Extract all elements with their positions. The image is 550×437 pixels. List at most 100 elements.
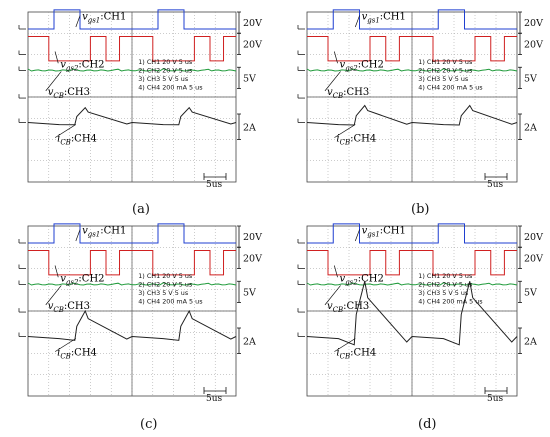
- ground-marker-icon: [18, 118, 26, 123]
- ground-marker-icon: [297, 308, 305, 313]
- scope-panel-a: vgs1:CH1 vgs2:CH2 vCB:CH3 iCB:CH4 1) CH1 20 …: [18, 9, 262, 217]
- readout-line-4: 4) CH4 200 mA 5 us: [138, 84, 203, 92]
- time-scale-label: 5us: [487, 180, 504, 190]
- ground-marker-icon: [297, 118, 305, 123]
- label-arrow: [54, 265, 59, 278]
- ground-marker-icon: [297, 264, 305, 269]
- channel-label-ch1: vgs1:CH1: [362, 11, 406, 24]
- label-arrow: [54, 124, 77, 138]
- label-arrow: [324, 71, 341, 92]
- readout-line-2: 2) CH2 20 V 5 us: [418, 67, 473, 75]
- label-arrow: [324, 285, 341, 306]
- label-arrow: [334, 124, 356, 138]
- channel-label-ch1: vgs1:CH1: [362, 225, 406, 238]
- ch1-trace: [28, 9, 236, 30]
- channel-label-ch1: vgs1:CH1: [82, 11, 126, 24]
- readout-line-3: 3) CH3 5 V 5 us: [418, 289, 469, 297]
- ground-marker-icon: [297, 332, 305, 337]
- ch3-trace: [27, 68, 237, 72]
- label-arrow: [333, 265, 338, 278]
- panel-label: (d): [418, 417, 436, 432]
- scope-readout: 1) CH1 20 V 5 us2) CH2 20 V 5 us3) CH3 5…: [418, 272, 483, 306]
- ground-marker-icon: [297, 94, 305, 99]
- ground-marker-icon: [18, 264, 26, 269]
- readout-line-1: 1) CH1 20 V 5 us: [138, 272, 193, 280]
- ground-marker-icon: [18, 50, 26, 55]
- ground-marker-icon: [18, 25, 26, 30]
- channel-label-ch3: vCB:CH3: [327, 301, 369, 314]
- readout-line-1: 1) CH1 20 V 5 us: [138, 58, 193, 66]
- scale-label-1: 20V: [524, 232, 543, 243]
- scale-label-1: 20V: [243, 18, 262, 29]
- channel-label-ch3: vCB:CH3: [48, 87, 90, 100]
- ch3-trace: [306, 282, 518, 286]
- channel-label-ch4: iCB:CH4: [57, 348, 97, 361]
- label-arrow: [333, 51, 338, 64]
- channel-label-ch3: vCB:CH3: [327, 87, 369, 100]
- time-scale-label: 5us: [487, 394, 504, 404]
- readout-line-3: 3) CH3 5 V 5 us: [138, 289, 189, 297]
- ch3-trace: [306, 68, 518, 72]
- readout-line-3: 3) CH3 5 V 5 us: [418, 75, 469, 83]
- ground-marker-icon: [297, 50, 305, 55]
- ground-marker-icon: [18, 94, 26, 99]
- scale-label-4: 2A: [243, 122, 256, 133]
- label-arrow: [354, 15, 360, 28]
- channel-label-ch2: vgs2:CH2: [340, 273, 384, 286]
- scale-label-3: 5V: [524, 73, 537, 84]
- ground-marker-icon: [18, 239, 26, 244]
- scope-readout: 1) CH1 20 V 5 us2) CH2 20 V 5 us3) CH3 5…: [138, 58, 203, 92]
- label-arrow: [45, 285, 62, 306]
- channel-label-ch1: vgs1:CH1: [82, 225, 126, 238]
- ch4-trace: [27, 106, 237, 126]
- scale-label-4: 2A: [524, 122, 537, 133]
- readout-line-1: 1) CH1 20 V 5 us: [418, 272, 473, 280]
- label-arrow: [334, 338, 356, 352]
- channel-label-ch2: vgs2:CH2: [60, 59, 104, 72]
- scale-label-2: 20V: [243, 253, 262, 264]
- readout-line-4: 4) CH4 200 mA 5 us: [418, 298, 483, 306]
- ground-marker-icon: [18, 66, 26, 71]
- label-arrow: [75, 15, 81, 28]
- scale-label-3: 5V: [243, 73, 256, 84]
- channel-label-ch2: vgs2:CH2: [60, 273, 104, 286]
- channel-label-ch4: iCB:CH4: [336, 134, 376, 147]
- channel-label-ch3: vCB:CH3: [48, 301, 90, 314]
- ch1-trace: [307, 223, 517, 244]
- time-scale-label: 5us: [206, 180, 223, 190]
- ground-marker-icon: [297, 280, 305, 285]
- ch4-trace: [27, 309, 237, 341]
- ground-marker-icon: [18, 308, 26, 313]
- channel-label-ch2: vgs2:CH2: [340, 59, 384, 72]
- panel-label: (c): [140, 417, 157, 432]
- scale-label-3: 5V: [243, 287, 256, 298]
- readout-line-2: 2) CH2 20 V 5 us: [138, 67, 193, 75]
- label-arrow: [54, 51, 59, 64]
- channel-label-ch4: iCB:CH4: [57, 134, 97, 147]
- readout-line-3: 3) CH3 5 V 5 us: [138, 75, 189, 83]
- scale-label-2: 20V: [524, 253, 543, 264]
- readout-line-1: 1) CH1 20 V 5 us: [418, 58, 473, 66]
- ch3-trace: [27, 282, 237, 286]
- label-arrow: [75, 229, 81, 242]
- readout-line-2: 2) CH2 20 V 5 us: [418, 281, 473, 289]
- label-arrow: [45, 71, 62, 92]
- scale-label-4: 2A: [524, 336, 537, 347]
- readout-line-4: 4) CH4 200 mA 5 us: [418, 84, 483, 92]
- ground-marker-icon: [297, 239, 305, 244]
- ch4-trace: [306, 281, 518, 346]
- panel-label: (a): [132, 202, 150, 217]
- scope-panel-b: vgs1:CH1 vgs2:CH2 vCB:CH3 iCB:CH4 1) CH1 20 …: [297, 9, 543, 217]
- label-arrow: [54, 338, 77, 352]
- time-scale-label: 5us: [206, 394, 223, 404]
- scope-readout: 1) CH1 20 V 5 us2) CH2 20 V 5 us3) CH3 5…: [138, 272, 203, 306]
- scale-label-1: 20V: [243, 232, 262, 243]
- scope-readout: 1) CH1 20 V 5 us2) CH2 20 V 5 us3) CH3 5…: [418, 58, 483, 92]
- panel-label: (b): [411, 202, 429, 217]
- scale-label-4: 2A: [243, 336, 256, 347]
- ground-marker-icon: [297, 25, 305, 30]
- ground-marker-icon: [18, 280, 26, 285]
- scope-panel-c: vgs1:CH1 vgs2:CH2 vCB:CH3 iCB:CH4 1) CH1 20 …: [18, 223, 262, 432]
